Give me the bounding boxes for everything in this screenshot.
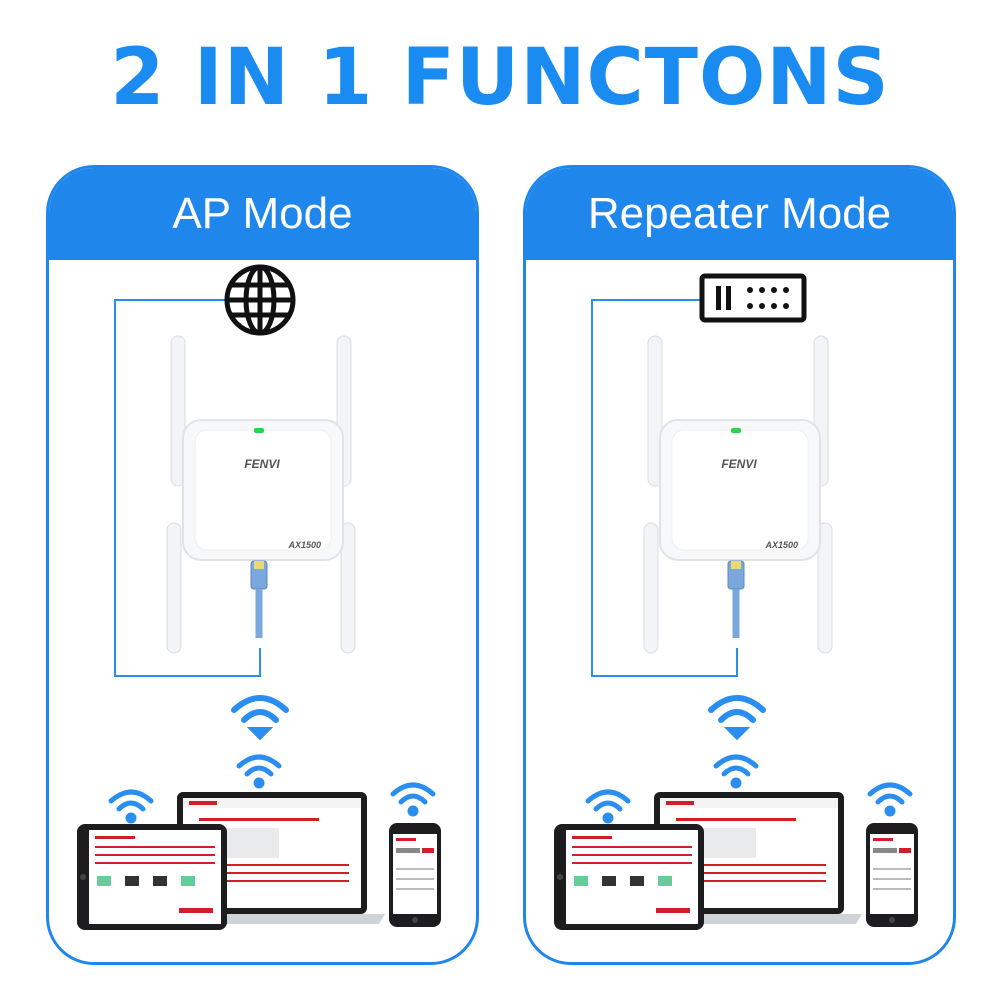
- model-label: AX1500: [764, 540, 798, 550]
- extender-device: FENVI AX1500: [166, 335, 356, 654]
- ap-mode-header: AP Mode: [49, 168, 476, 260]
- model-label: AX1500: [287, 540, 321, 550]
- connection-line: [591, 299, 738, 677]
- ap-mode-panel: AP Mode FENVI AX1500: [46, 165, 479, 965]
- tablet: [554, 824, 704, 930]
- laptop: [636, 792, 862, 924]
- wifi-icon: [867, 782, 913, 817]
- repeater-mode-illustration: FENVI AX1500: [554, 273, 918, 930]
- wifi-icon: [713, 754, 759, 789]
- extender-device: FENVI AX1500: [643, 335, 833, 654]
- brand-label: FENVI: [721, 457, 757, 471]
- wifi-signal-icon: [231, 695, 289, 741]
- repeater-mode-header: Repeater Mode: [526, 168, 953, 260]
- ap-mode-illustration: FENVI AX1500: [77, 264, 441, 930]
- wifi-icon: [390, 782, 436, 817]
- brand-label: FENVI: [244, 457, 280, 471]
- wifi-signal-icon: [708, 695, 766, 741]
- wifi-icon: [585, 789, 631, 824]
- globe-icon: [224, 264, 296, 336]
- tablet: [77, 824, 227, 930]
- status-led: [254, 428, 264, 433]
- router-icon: [699, 273, 807, 323]
- connection-line: [114, 299, 261, 677]
- page-title: 2 IN 1 FUNCTONS: [110, 33, 890, 123]
- status-led: [731, 428, 741, 433]
- wifi-icon: [236, 754, 282, 789]
- wifi-icon: [108, 789, 154, 824]
- repeater-mode-panel: Repeater Mode FENVI AX1500: [523, 165, 956, 965]
- phone: [389, 823, 441, 927]
- phone: [866, 823, 918, 927]
